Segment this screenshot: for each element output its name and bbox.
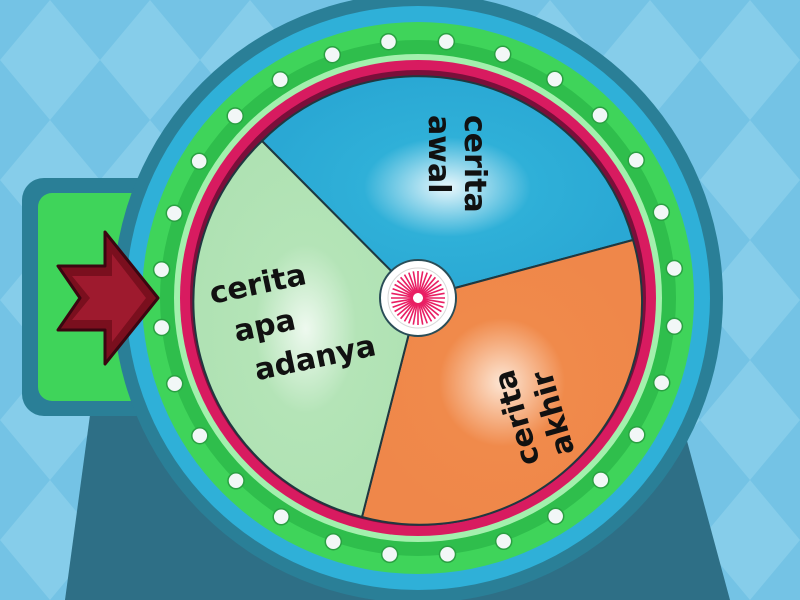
segment-3 <box>192 139 420 519</box>
hub-ray <box>403 301 417 322</box>
segment-label-line: awal <box>421 115 456 194</box>
hub-ray <box>392 298 414 308</box>
hub-ray <box>419 274 433 295</box>
rim-light <box>546 70 564 88</box>
rim-light <box>226 107 244 125</box>
hub-ray <box>422 292 445 298</box>
hub-ray <box>422 298 445 304</box>
hub-ray <box>412 302 418 325</box>
arrow-right-icon <box>56 230 160 366</box>
hub-ray <box>418 272 428 294</box>
hub-ray <box>421 299 442 313</box>
hub-ray <box>418 302 428 324</box>
hub-ray <box>421 300 440 317</box>
rim-light <box>665 317 684 336</box>
wheel-hub[interactable] <box>379 259 457 337</box>
rim-light <box>272 508 290 526</box>
rim-light <box>438 545 457 564</box>
rim-light <box>271 71 290 89</box>
segment-1 <box>260 75 635 300</box>
rim-light <box>152 318 171 337</box>
rim-lights <box>152 32 684 564</box>
rim-light <box>379 32 398 51</box>
rim-light <box>627 151 645 170</box>
hub-ray <box>396 300 415 317</box>
hub-ray <box>394 283 415 297</box>
rim-light <box>628 426 646 444</box>
rim-light <box>191 426 209 445</box>
hub-ray <box>420 301 437 320</box>
rim-light <box>591 106 609 124</box>
rim-light <box>324 532 343 551</box>
hub-ray <box>408 272 418 294</box>
rim-light <box>652 203 671 222</box>
rim-light <box>665 259 684 278</box>
hub-ray <box>421 279 440 296</box>
hub-ray <box>408 302 418 324</box>
rim-light <box>165 204 184 223</box>
rim-light <box>165 374 184 393</box>
hub-ray <box>403 274 417 295</box>
hub-ray <box>399 276 416 295</box>
rim-light <box>227 472 245 490</box>
hub-ray <box>418 302 424 325</box>
segment-label-1: cerita awal <box>421 115 492 223</box>
hub-ray <box>394 299 415 313</box>
segment-label-line: cerita <box>457 115 492 213</box>
rim-light <box>493 45 512 64</box>
rim-light <box>437 32 456 51</box>
hub-ray <box>391 298 414 304</box>
rim-light <box>380 545 399 564</box>
rim-light <box>152 260 171 279</box>
hub-ray <box>420 276 437 295</box>
rim-light <box>546 507 565 525</box>
rim-light <box>592 471 610 489</box>
hub-ray <box>396 279 415 296</box>
hub-ray <box>419 301 433 322</box>
rim-light <box>323 45 342 64</box>
hub-ray <box>422 288 444 298</box>
hub-ray <box>399 301 416 320</box>
hub-ray <box>422 298 444 308</box>
hub-ray <box>421 283 442 297</box>
rim-light <box>652 373 671 392</box>
hub-ray <box>391 292 414 298</box>
rim-light <box>190 152 208 170</box>
hub-starburst-icon <box>391 271 445 325</box>
hub-ray <box>418 271 424 294</box>
hub-ray <box>412 271 418 294</box>
hub-ray <box>392 288 414 298</box>
rim-light <box>494 532 513 551</box>
